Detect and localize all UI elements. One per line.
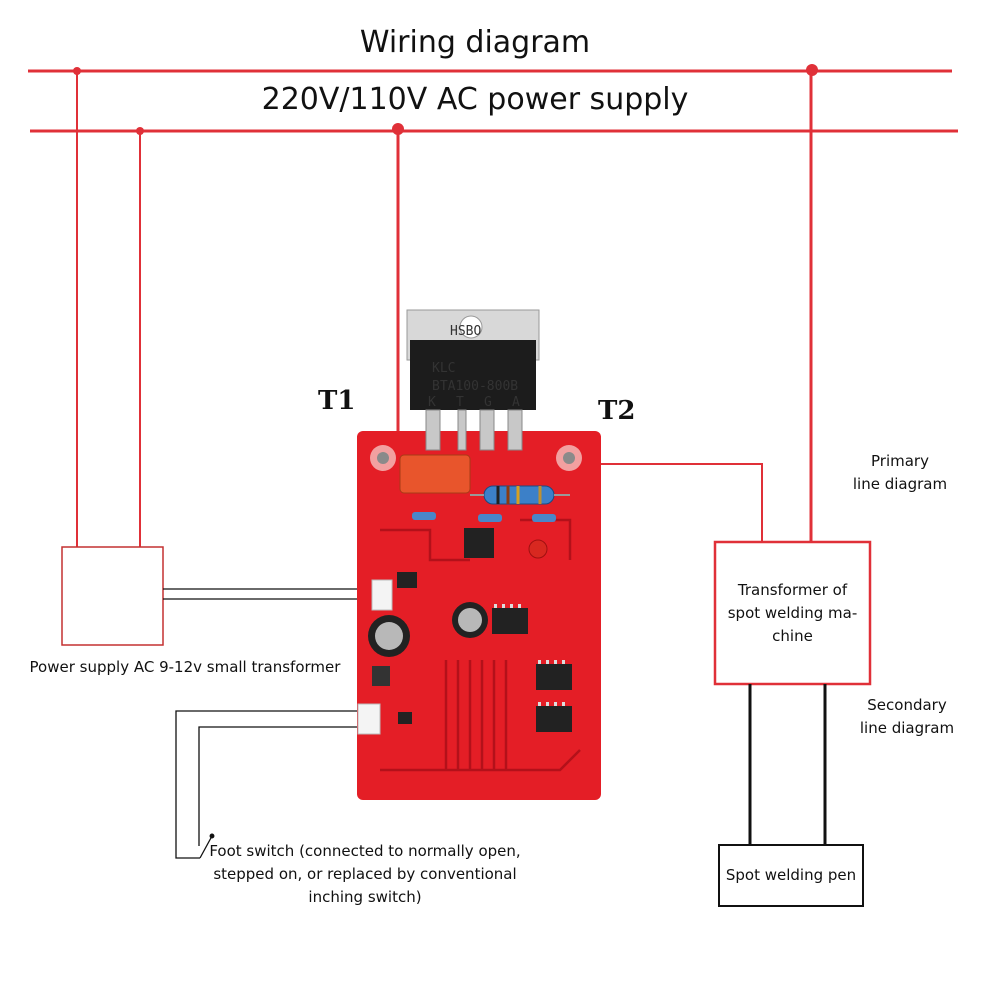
secondary-wires — [748, 684, 827, 845]
secondary-label: Secondary line diagram — [859, 696, 955, 737]
triac-logo: HSBO — [450, 324, 481, 339]
foot-switch-pivot — [209, 833, 215, 839]
small-transformer-box — [61, 546, 164, 646]
small-transformer-label: Power supply AC 9-12v small transformer — [29, 658, 341, 676]
t1-screw — [377, 452, 389, 464]
rail-drop-wires — [76, 70, 813, 547]
supply-label: 220V/110V AC power supply — [261, 82, 689, 117]
welding-pen-label: Spot welding pen — [725, 866, 857, 884]
svg-text:T: T — [456, 395, 464, 410]
t1-label: T1 — [318, 386, 356, 416]
triac: KLC BTA100-800B HSBO K T G A — [406, 309, 540, 451]
weld-transformer-box — [713, 540, 872, 686]
foot-switch-label: Foot switch (connected to normally open,… — [209, 842, 521, 906]
triac-mount-hole — [459, 315, 483, 339]
pcb-traces — [380, 518, 581, 772]
ic-chip-3 — [536, 706, 572, 732]
diagram-title: Wiring diagram — [359, 25, 591, 60]
triac-model: BTA100-800B — [432, 379, 518, 394]
foot-switch-connector — [357, 703, 381, 735]
transistor — [397, 572, 417, 588]
regulator — [372, 666, 390, 686]
triac-brand: KLC — [432, 361, 455, 376]
ic-chip-2 — [536, 664, 572, 690]
ac-supply-rails — [28, 69, 958, 133]
triac-body — [410, 340, 536, 410]
primary-label: Primary line diagram — [852, 452, 948, 493]
trimmer — [528, 539, 548, 559]
film-capacitor — [399, 454, 471, 494]
svg-text:G: G — [484, 395, 492, 410]
small-resistor — [478, 514, 502, 522]
ic-chip-1 — [492, 608, 528, 634]
welding-pen-box — [718, 844, 864, 907]
transistor — [398, 712, 412, 724]
svg-text:K: K — [428, 395, 436, 410]
ic-pins — [494, 604, 565, 706]
control-board — [357, 431, 601, 800]
svg-text:A: A — [512, 395, 520, 410]
triac-legs — [425, 409, 523, 451]
foot-switch-wire-1 — [175, 710, 358, 859]
t2-label: T2 — [598, 396, 636, 426]
optocoupler-chip — [464, 528, 494, 558]
low-voltage-wires — [163, 588, 372, 600]
foot-switch-wire-2 — [198, 726, 358, 846]
weld-transformer-label: Transformer of spot welding ma- chine — [727, 580, 858, 645]
triac-pin-labels: K T G A — [428, 395, 520, 410]
resistor-bands — [496, 486, 542, 504]
small-resistor — [412, 512, 436, 520]
small-resistor — [532, 514, 556, 522]
t2-to-transformer-wire — [595, 463, 763, 542]
foot-switch-contact — [199, 835, 213, 859]
foot-switch-wires — [175, 710, 358, 859]
power-input-connector — [371, 579, 393, 611]
t2-screw — [563, 452, 575, 464]
